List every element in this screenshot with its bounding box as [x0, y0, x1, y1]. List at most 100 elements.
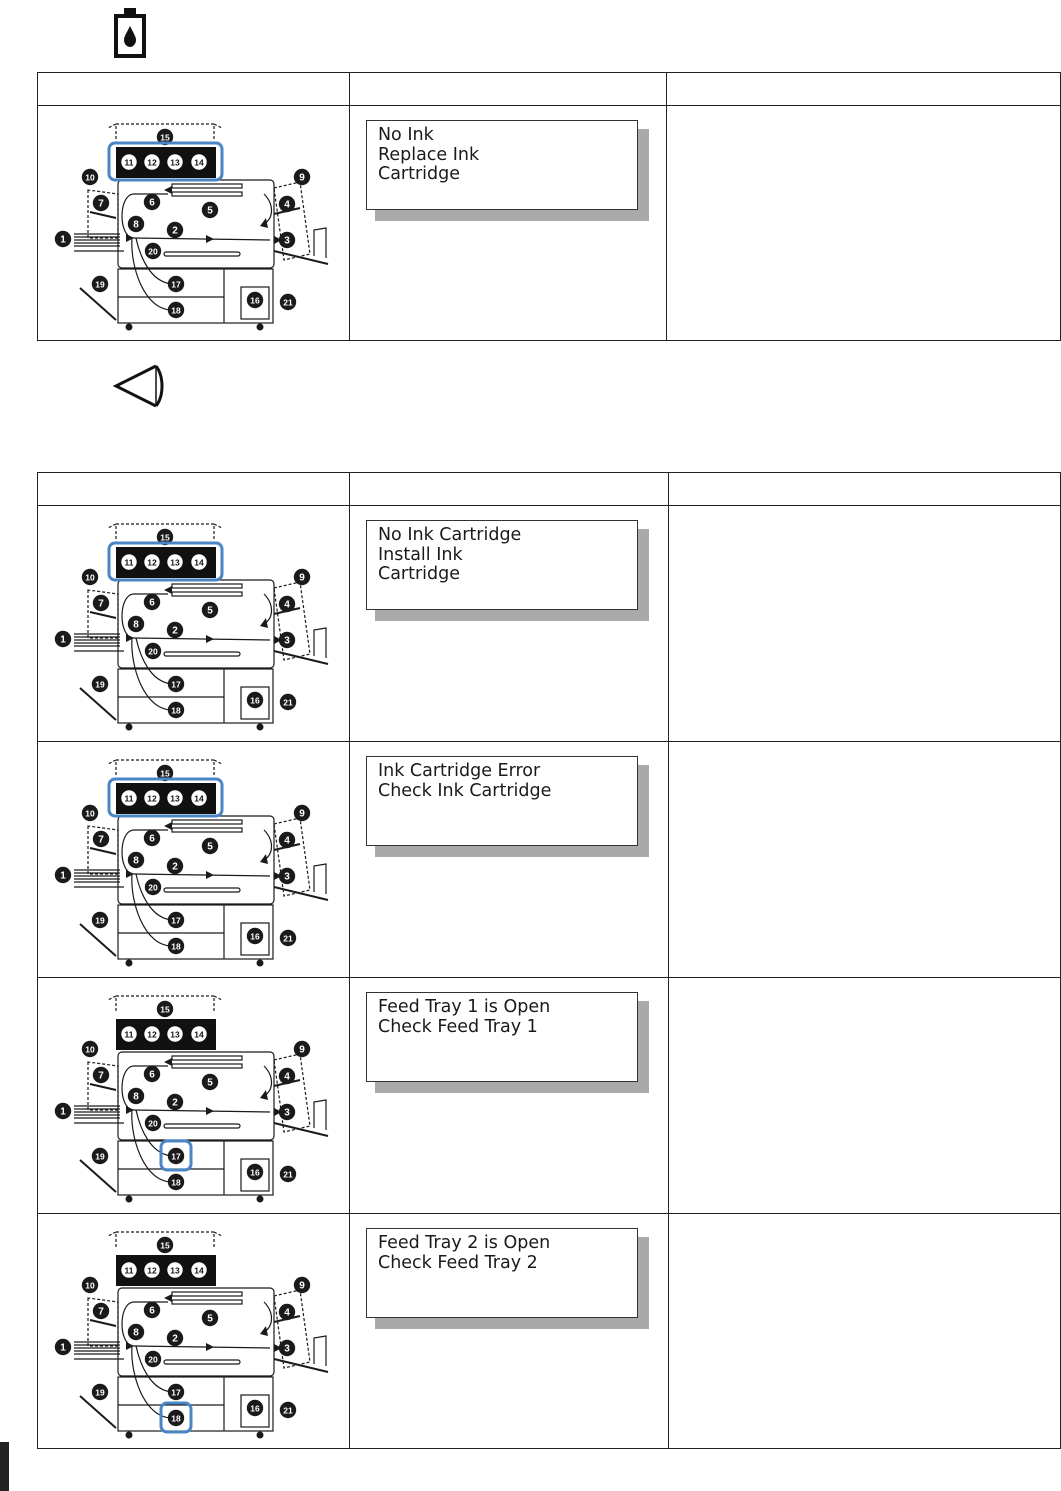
callout-1: 1	[54, 630, 72, 648]
callout-7: 7	[92, 830, 110, 848]
callout-3: 3	[278, 231, 296, 249]
svg-text:6: 6	[149, 833, 155, 844]
svg-text:15: 15	[160, 132, 170, 142]
callout-11: 11	[120, 1025, 138, 1043]
svg-text:7: 7	[98, 198, 104, 209]
svg-text:12: 12	[147, 793, 157, 803]
svg-text:8: 8	[133, 855, 139, 866]
svg-text:11: 11	[125, 157, 134, 167]
svg-text:14: 14	[194, 1265, 204, 1275]
callout-6: 6	[143, 193, 161, 211]
callout-14: 14	[190, 1261, 208, 1279]
callout-13: 13	[166, 1261, 184, 1279]
callout-14: 14	[190, 1025, 208, 1043]
svg-text:9: 9	[299, 1044, 305, 1055]
callout-18: 18	[167, 1173, 185, 1191]
callout-4: 4	[278, 1303, 296, 1321]
svg-text:2: 2	[172, 1097, 178, 1108]
svg-text:14: 14	[194, 1029, 204, 1039]
callout-1: 1	[54, 866, 72, 884]
callout-13: 13	[166, 553, 184, 571]
svg-text:12: 12	[147, 1029, 157, 1039]
lcd-cell: No Ink Replace Ink Cartridge	[348, 105, 667, 341]
svg-text:12: 12	[147, 557, 157, 567]
callout-12: 12	[143, 553, 161, 571]
lcd-message: Feed Tray 2 is Open Check Feed Tray 2	[365, 1228, 638, 1318]
callout-15: 15	[156, 764, 174, 782]
callout-4: 4	[278, 595, 296, 613]
svg-text:6: 6	[149, 1069, 155, 1080]
svg-text:21: 21	[283, 1405, 293, 1415]
svg-text:18: 18	[171, 941, 181, 951]
callout-17: 17	[167, 675, 185, 693]
callout-5: 5	[201, 1309, 219, 1327]
lcd-message: Feed Tray 1 is Open Check Feed Tray 1	[365, 992, 638, 1082]
callout-3: 3	[278, 867, 296, 885]
callout-21: 21	[279, 293, 297, 311]
callout-18: 18	[167, 1409, 185, 1427]
svg-text:15: 15	[160, 768, 170, 778]
callout-17: 17	[167, 275, 185, 293]
callout-20: 20	[144, 1350, 162, 1368]
svg-text:16: 16	[250, 1167, 260, 1177]
callout-10: 10	[81, 804, 99, 822]
callout-1: 1	[54, 1102, 72, 1120]
callout-1: 1	[54, 230, 72, 248]
callout-12: 12	[143, 789, 161, 807]
callout-18: 18	[167, 701, 185, 719]
callout-9: 9	[293, 168, 311, 186]
svg-text:5: 5	[207, 841, 213, 852]
svg-text:17: 17	[171, 1387, 181, 1397]
callout-2: 2	[166, 1329, 184, 1347]
lcd-cell: No Ink Cartridge Install Ink Cartridge	[348, 505, 669, 742]
svg-text:17: 17	[171, 279, 181, 289]
callout-4: 4	[278, 1067, 296, 1085]
callout-16: 16	[246, 691, 264, 709]
svg-text:7: 7	[98, 598, 104, 609]
svg-text:13: 13	[170, 1265, 180, 1275]
callout-20: 20	[144, 1114, 162, 1132]
svg-text:1: 1	[60, 634, 66, 645]
lcd-line: Replace Ink	[377, 144, 480, 165]
callout-11: 11	[120, 1261, 138, 1279]
lcd-line: Check Feed Tray 2	[377, 1252, 538, 1273]
svg-text:13: 13	[170, 157, 180, 167]
callout-3: 3	[278, 1339, 296, 1357]
svg-text:1: 1	[60, 870, 66, 881]
svg-text:10: 10	[85, 572, 95, 582]
callout-17: 17	[167, 911, 185, 929]
svg-text:20: 20	[148, 1354, 158, 1364]
svg-text:18: 18	[171, 1177, 181, 1187]
action-cell	[667, 1213, 1061, 1449]
svg-text:8: 8	[133, 1091, 139, 1102]
action-cell	[667, 505, 1061, 742]
svg-text:10: 10	[85, 1280, 95, 1290]
svg-text:3: 3	[284, 635, 290, 646]
svg-text:2: 2	[172, 225, 178, 236]
lcd-line: Ink Cartridge Error	[377, 761, 541, 781]
callout-11: 11	[120, 553, 138, 571]
svg-text:18: 18	[171, 305, 181, 315]
svg-text:1: 1	[60, 1106, 66, 1117]
callout-12: 12	[143, 1261, 161, 1279]
svg-text:4: 4	[284, 835, 290, 846]
callout-9: 9	[293, 1040, 311, 1058]
svg-text:8: 8	[133, 619, 139, 630]
callout-9: 9	[293, 568, 311, 586]
svg-text:3: 3	[284, 871, 290, 882]
svg-text:19: 19	[95, 1151, 105, 1161]
callout-14: 14	[190, 789, 208, 807]
highlight-box	[159, 1139, 193, 1172]
svg-text:11: 11	[125, 1029, 134, 1039]
svg-text:5: 5	[207, 605, 213, 616]
callout-7: 7	[92, 194, 110, 212]
callout-7: 7	[92, 1302, 110, 1320]
eye-icon	[112, 364, 164, 408]
svg-text:3: 3	[284, 1107, 290, 1118]
svg-text:15: 15	[160, 1240, 170, 1250]
svg-text:9: 9	[299, 572, 305, 583]
